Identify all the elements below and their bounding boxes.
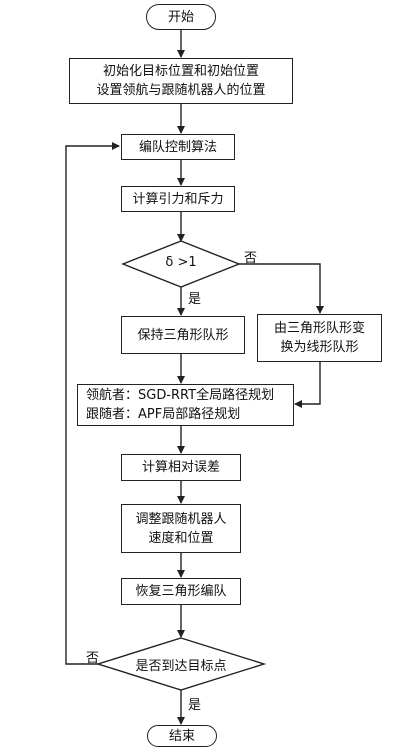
start-label: 开始 [167, 9, 194, 25]
change-formation-line-2: 换为线形队形 [280, 340, 359, 355]
change-formation-process: 由三角形队形变 换为线形队形 [257, 314, 382, 362]
decision1-yes-label: 是 [188, 292, 202, 307]
decision-diamond-1 [121, 240, 241, 288]
adjust-process: 调整跟随机器人 速度和位置 [121, 504, 241, 553]
planning-line-2: 跟随者：APF局部路径规划 [86, 407, 241, 422]
change-formation-line-1: 由三角形队形变 [273, 321, 365, 336]
init-process: 初始化目标位置和初始位置 设置领航与跟随机器人的位置 [69, 58, 293, 104]
planning-line-1: 领航者：SGD-RRT全局路径规划 [86, 388, 275, 403]
decision2-no-label: 否 [86, 651, 100, 666]
decision-diamond-2 [95, 637, 267, 691]
init-line-1: 初始化目标位置和初始位置 [102, 64, 259, 79]
adjust-line-2: 速度和位置 [148, 530, 214, 546]
restore-process: 恢复三角形编队 [121, 578, 241, 605]
decision2-label: 是否到达目标点 [135, 659, 227, 674]
path-planning-process: 领航者：SGD-RRT全局路径规划 跟随者：APF局部路径规划 [77, 384, 294, 426]
relative-error-process: 计算相对误差 [121, 454, 241, 481]
compute-forces-process: 计算引力和斥力 [121, 186, 235, 212]
arrow-decision2-no-loop [65, 142, 124, 665]
formation-control-process: 编队控制算法 [121, 134, 235, 160]
arrow-decision1-no [239, 263, 324, 314]
keep-triangle-label: 保持三角形队形 [137, 327, 229, 343]
relative-error-label: 计算相对误差 [141, 460, 220, 475]
arrow-change-to-planning [294, 362, 321, 408]
restore-label: 恢复三角形编队 [135, 584, 227, 599]
decision1-label: δ >1 [165, 255, 197, 270]
end-terminal: 结束 [147, 725, 217, 747]
compute-forces-label: 计算引力和斥力 [132, 191, 224, 207]
decision1-no-label: 否 [244, 251, 258, 266]
formation-control-label: 编队控制算法 [138, 139, 217, 155]
end-label: 结束 [168, 728, 195, 744]
init-line-2: 设置领航与跟随机器人的位置 [96, 83, 266, 98]
adjust-line-1: 调整跟随机器人 [135, 511, 227, 527]
start-terminal: 开始 [146, 4, 216, 30]
decision2-yes-label: 是 [188, 698, 202, 713]
keep-triangle-process: 保持三角形队形 [121, 316, 245, 354]
